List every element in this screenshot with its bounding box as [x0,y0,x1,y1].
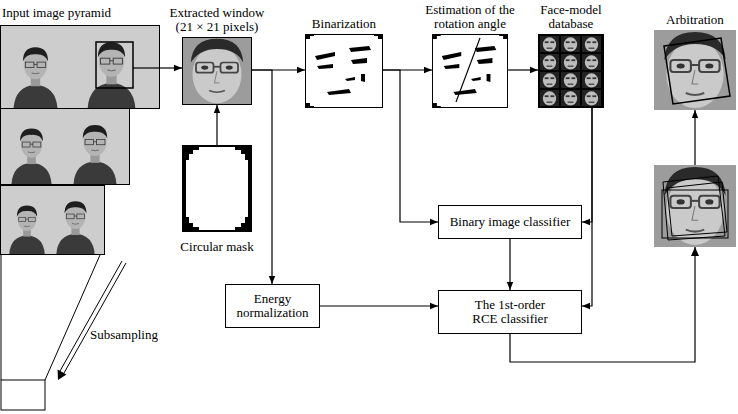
face-model [582,36,601,52]
face-model [540,72,559,88]
face-model [582,54,601,70]
person [14,47,58,108]
node-label: Face-model database [531,3,611,31]
node-label: The 1st-order RCE classifier [465,298,555,326]
connector-arrow [582,108,592,306]
grid-frame [538,34,604,108]
image-panel: Face-model database [538,34,604,108]
person [11,129,51,184]
node-label: Energy normalization [228,292,318,320]
image-panel: Extracted window (21 × 21 pixels) [182,37,252,105]
node-label: Extracted window (21 × 21 pixels) [167,6,267,34]
arbitration-image [654,30,736,110]
face-image [654,30,736,110]
binary-image [432,34,508,108]
connector-arrow [510,110,695,362]
connector-arrow [320,305,438,306]
rotation-image [432,34,508,108]
extracted-window-image [182,37,252,105]
detection-frame [664,38,730,104]
connector-arrow [582,108,592,222]
photo [1,109,130,185]
subsampling-arrow [64,263,126,373]
detection-frame [667,182,727,236]
face-model [561,36,580,52]
face-model [540,36,559,52]
person [56,201,94,254]
face-model-grid [538,34,604,108]
node-label: Arbitration [650,13,738,27]
image-panel: Arbitration [654,30,736,110]
process-box: Energy normalization [225,284,320,328]
photo [1,186,105,255]
face-image [654,165,736,247]
arrow-head [691,247,699,256]
node-label: Estimation of the rotation angle [415,3,525,31]
process-box: The 1st-order RCE classifier [438,290,582,334]
pyramid-base [1,380,45,410]
arrow-head [58,370,67,381]
face-model [582,90,601,106]
node-label: Binarization [299,17,389,31]
mask-bg [182,145,252,232]
rotation-line [456,38,480,102]
candidate-image [654,165,736,256]
face-model [561,90,580,106]
circular-mask-image [182,145,252,232]
connector-arrow [160,67,182,68]
binary-image [305,34,383,108]
process-box: Binary image classifier [438,205,582,239]
image-pyramid [1,26,161,411]
leader-line [133,67,160,68]
detection-frame [662,190,728,238]
face-model [582,72,601,88]
person [88,42,136,108]
photo [1,26,160,109]
connector-arrow [383,70,438,222]
face-model [540,54,559,70]
image-pyramid-panel: Input image pyramid [0,25,160,255]
face-model [561,54,580,70]
connector-arrow [509,239,510,290]
connector-arrow [383,69,432,70]
face-model [540,90,559,106]
image-panel: Circular mask [182,145,252,232]
image-panel: Estimation of the rotation angle [432,34,508,108]
face-model [561,72,580,88]
node-label: Input image pyramid [2,6,111,20]
face-image [182,37,252,105]
window-frame [96,42,133,88]
connector-arrow [508,69,538,70]
node-label: Binary image classifier [450,215,571,229]
image-frame [183,38,252,105]
pyramid-edge [1,255,2,380]
node-label: Circular mask [180,240,253,254]
connector-arrow [252,70,272,284]
detection-frame [663,176,725,240]
annotation-label: Subsampling [90,328,158,342]
subsampling-arrow [60,261,122,371]
person [9,205,44,254]
connector-arrow [252,69,305,70]
mask-circle [186,147,248,230]
image-panel: Binarization [305,34,383,108]
person [74,125,117,184]
pyramid-edge [45,255,100,380]
connector-arrow [216,105,217,145]
